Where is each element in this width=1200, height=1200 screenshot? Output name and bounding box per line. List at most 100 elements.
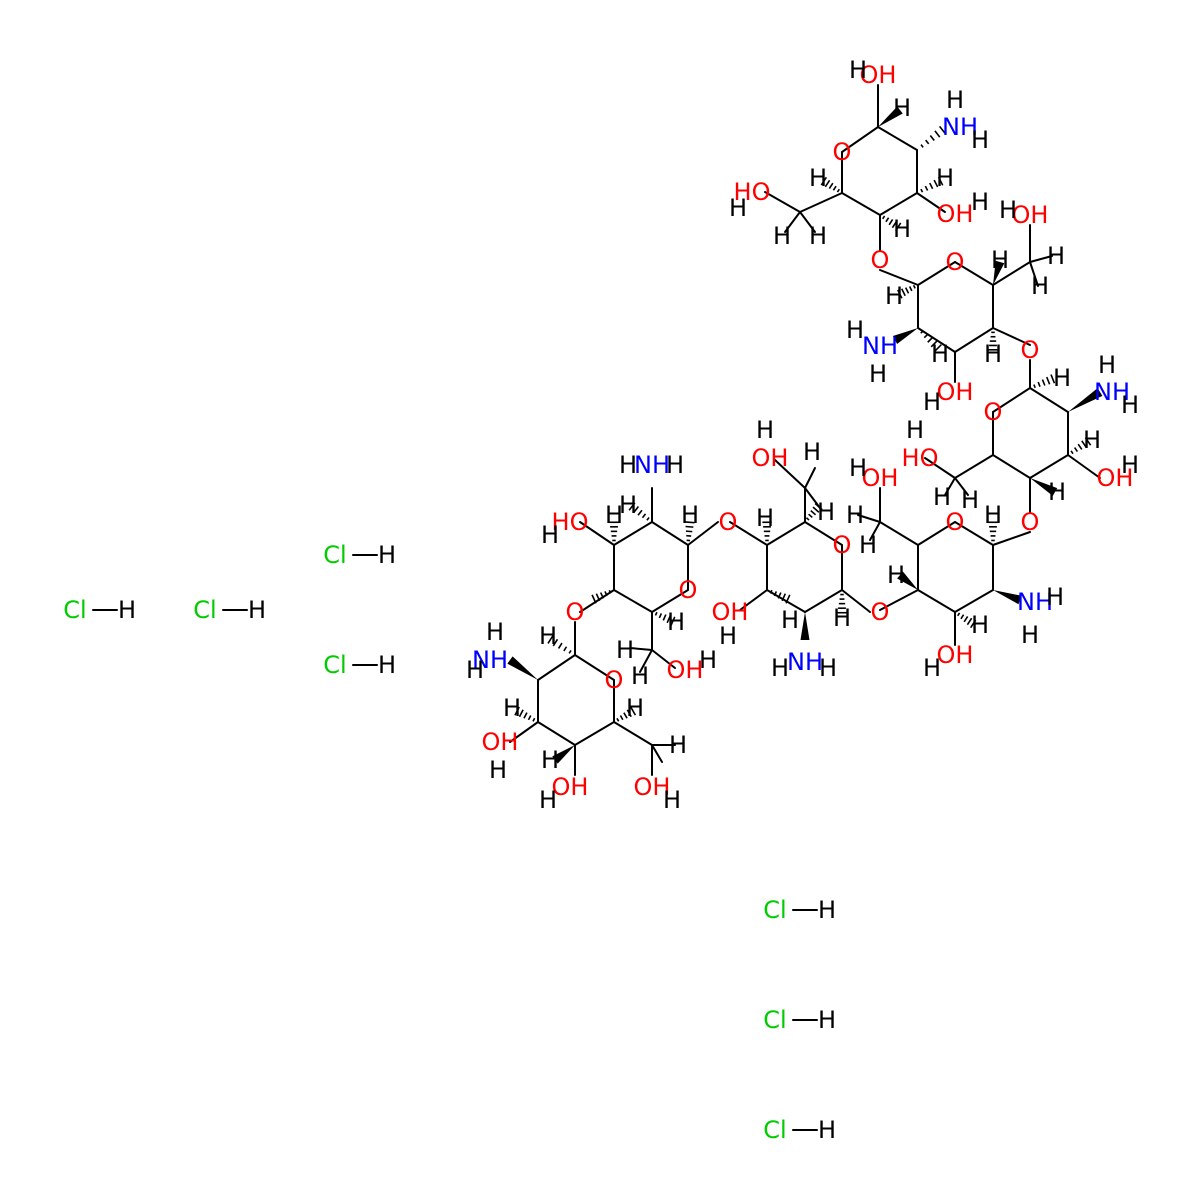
hash-bond-segment: [969, 619, 977, 629]
hydrogen-atom: H: [817, 498, 835, 526]
hash-bond-segment: [1077, 443, 1083, 450]
bond-line: [1029, 454, 1069, 479]
bond-line: [1029, 387, 1069, 413]
bond-line: [537, 654, 576, 681]
hydrogen-atom: H: [663, 786, 681, 814]
bond-line: [574, 721, 615, 746]
hash-bond-segment: [670, 616, 676, 626]
hydroxyl-group: HO: [552, 508, 589, 536]
hash-bond-segment: [923, 333, 929, 339]
oxygen-atom: O: [984, 398, 1003, 426]
hydrogen-atom: H: [971, 188, 989, 216]
hydrogen-atom: H: [849, 56, 867, 84]
hydrogen-atom: H: [489, 756, 507, 784]
oxygen-atom: O: [871, 246, 890, 274]
oxygen-atom: O: [833, 138, 852, 166]
amine-group: NH: [1094, 378, 1130, 406]
amine-group: NH: [634, 451, 670, 479]
bond-line: [954, 261, 994, 286]
hash-bond-segment: [1073, 447, 1079, 453]
hash-bond-segment: [894, 222, 902, 232]
hydrogen-atom: H: [605, 501, 623, 529]
hash-bond-segment: [925, 139, 930, 145]
bond-line: [992, 454, 1031, 479]
hash-bond-segment: [1070, 450, 1074, 455]
chlorine-atom: Cl: [763, 896, 786, 924]
hydrogen-atom: H: [1121, 391, 1139, 419]
hash-bond-segment: [532, 717, 536, 722]
bond-line: [651, 649, 676, 669]
hash-bond-segment: [1050, 374, 1056, 384]
hydrogen-atom: H: [378, 651, 396, 679]
hash-bond-segment: [1041, 379, 1046, 386]
hash-bond-segment: [924, 185, 929, 191]
bond-line: [954, 477, 969, 496]
hydrogen-atom: H: [906, 416, 924, 444]
hydrogen-atom: H: [719, 622, 737, 650]
wedge-bond: [892, 328, 918, 344]
hydrogen-atom: H: [819, 654, 837, 682]
bond-line: [613, 721, 653, 746]
chlorine-atom: Cl: [763, 1006, 786, 1034]
bond-line: [579, 521, 615, 546]
hash-bond-segment: [547, 635, 554, 644]
hash-bond-segment: [900, 288, 906, 297]
hash-bond-segment: [836, 188, 840, 193]
bond-line: [992, 261, 1031, 286]
bond-line: [509, 721, 539, 743]
hydrogen-atom: H: [771, 654, 789, 682]
hash-bond-segment: [929, 182, 934, 190]
hydrogen-atom: H: [809, 222, 827, 250]
hydroxyl-group: OH: [937, 378, 974, 406]
bond-line: [729, 521, 768, 546]
hash-bond-segment: [904, 287, 910, 294]
hash-bond-segment: [812, 506, 820, 513]
hydrogen-atom: H: [541, 746, 559, 774]
hydrogen-atom: H: [667, 608, 685, 636]
hash-bond-segment: [552, 638, 559, 647]
hydroxyl-group: OH: [634, 773, 671, 801]
wedge-bond: [552, 745, 575, 764]
hash-bond-segment: [623, 712, 628, 719]
bond-line: [877, 126, 918, 151]
hydrogen-atom: H: [999, 196, 1017, 224]
hydrogen-atom: H: [1053, 364, 1071, 392]
hash-bond-segment: [882, 215, 886, 220]
hydrogen-atom: H: [846, 316, 864, 344]
hash-bond-segment: [563, 646, 568, 652]
hydroxyl-group: OH: [752, 444, 789, 472]
oxygen-atom: O: [679, 576, 698, 604]
hydrogen-atom: H: [756, 504, 774, 532]
hash-bond-segment: [632, 506, 640, 514]
bond-line: [916, 192, 946, 213]
bond-line: [574, 654, 615, 681]
wedge-bond: [1030, 478, 1058, 496]
bond-line: [879, 192, 918, 216]
bond-line: [537, 721, 576, 746]
hash-bond-segment: [933, 179, 939, 188]
hydroxyl-group: OH: [712, 598, 749, 626]
hash-bond-segment: [966, 617, 973, 626]
hash-bond-segment: [630, 706, 637, 716]
hash-bond-segment: [666, 615, 672, 624]
hydrogen-atom: H: [809, 164, 827, 192]
hash-bond-segment: [832, 185, 837, 191]
hydrogen-atom: H: [887, 561, 905, 589]
hydrogen-atom: H: [1047, 242, 1065, 270]
hash-bond-segment: [805, 517, 810, 521]
bond-line: [651, 521, 689, 546]
hydrogen-atom: H: [818, 896, 836, 924]
chlorine-atom: Cl: [763, 1116, 786, 1144]
hash-bond-segment: [1045, 376, 1051, 385]
hydrogen-atom: H: [681, 501, 699, 529]
bond-line: [924, 457, 956, 479]
hydrogen-atom: H: [619, 491, 637, 519]
hydroxyl-group: OH: [482, 728, 519, 756]
bond-line: [766, 589, 806, 613]
hash-bond-segment: [820, 176, 828, 186]
hash-bond-segment: [616, 717, 620, 722]
bond-line: [629, 647, 653, 651]
bond-line: [804, 521, 843, 546]
hydrogen-atom: H: [923, 654, 941, 682]
